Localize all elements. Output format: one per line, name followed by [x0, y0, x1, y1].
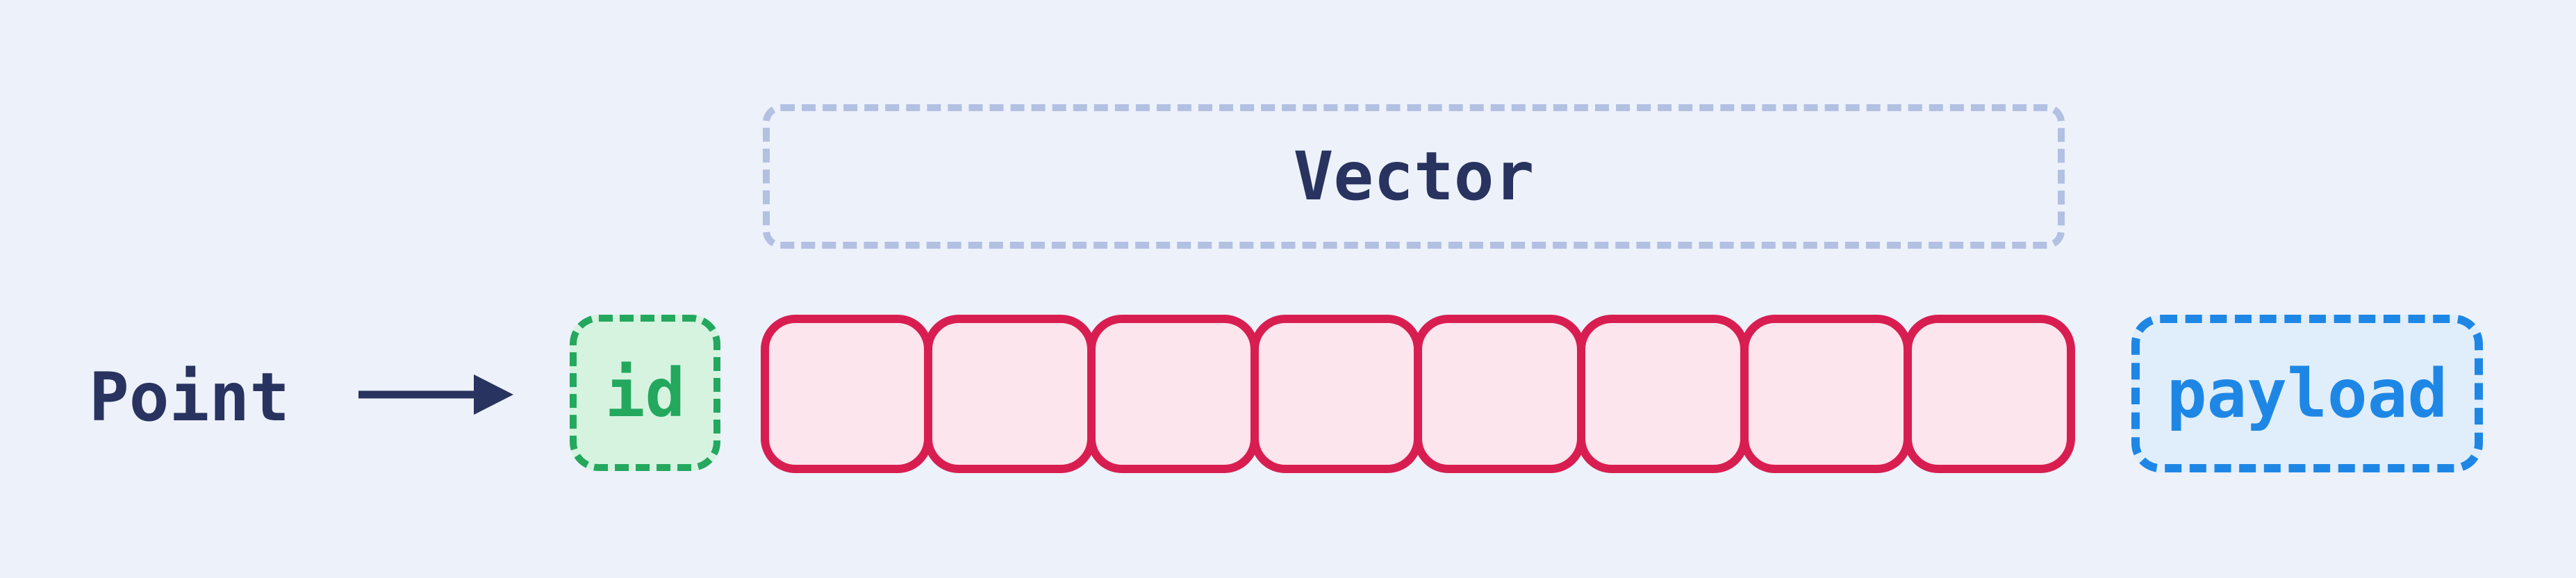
- vector-cell: [1414, 315, 1585, 473]
- vector-cells-row: [761, 315, 2075, 473]
- vector-cell: [761, 315, 932, 473]
- id-box: id: [570, 315, 720, 471]
- vector-label: Vector: [1293, 138, 1535, 215]
- id-label: id: [604, 354, 686, 432]
- vector-cell: [1904, 315, 2075, 473]
- vector-cell: [924, 315, 1096, 473]
- payload-box: payload: [2131, 315, 2483, 472]
- vector-cell: [1740, 315, 1912, 473]
- point-label: Point: [89, 358, 290, 436]
- payload-label: payload: [2166, 354, 2448, 433]
- vector-cell: [1087, 315, 1259, 473]
- vector-cell: [1250, 315, 1422, 473]
- arrow-right-icon: [358, 374, 513, 415]
- vector-cell: [1577, 315, 1749, 473]
- vector-group-box: Vector: [763, 104, 2065, 249]
